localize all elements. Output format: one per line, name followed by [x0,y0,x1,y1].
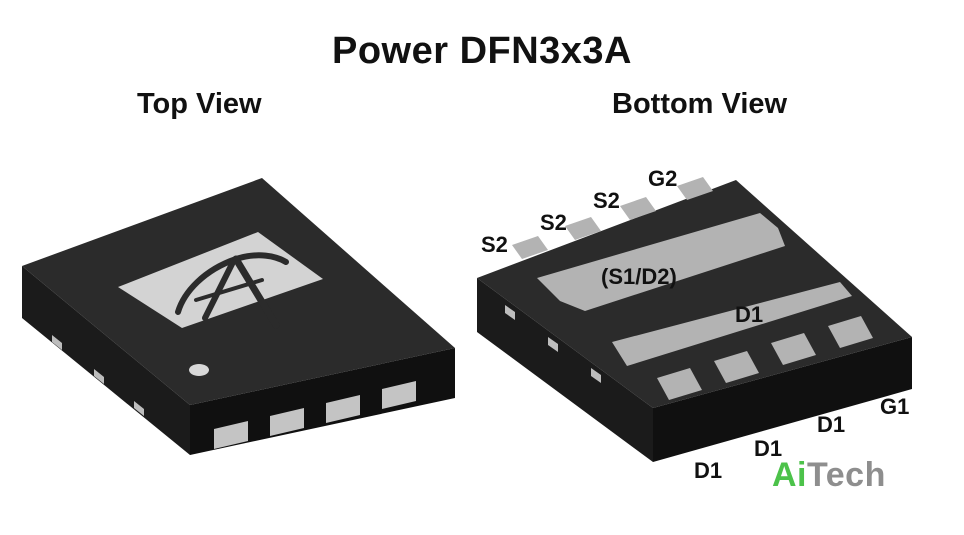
bottom-view-side-pad [591,368,601,383]
watermark-part2: Tech [807,456,886,494]
pad-label-s1-d2: (S1/D2) [601,264,677,289]
bottom-view-side-pad [548,337,558,352]
top-view-side-left [22,266,190,455]
pad-g2 [677,177,713,200]
pad-s2-1 [512,236,548,259]
pad-d1-3 [771,333,816,365]
top-view-side-pad [94,369,104,384]
logo-icon [175,252,289,329]
pin-label-g1: G1 [880,394,910,419]
pad-d1-long [612,282,852,366]
pad-d1-1 [657,368,702,400]
bottom-view-side-pad [505,305,515,320]
pad-g1 [828,316,873,348]
top-view-side-pad [52,335,62,350]
pin-label-s2: S2 [481,232,508,257]
pin-label-d1: D1 [694,458,723,483]
top-view-label: Top View [137,88,262,120]
page-title: Power DFN3x3A [331,30,633,72]
pad-s2-2 [565,217,601,240]
bottom-view-label: Bottom View [612,88,788,120]
top-view-front-pad [270,408,304,436]
top-view-side-right [190,348,455,455]
pin-label-g2: G2 [648,166,678,191]
pin-label-s2: S2 [540,210,567,235]
pin-label-d1: D1 [817,412,846,437]
bottom-view-side-front [653,337,912,462]
top-view-front-pad [326,395,360,423]
top-view-front-pad [214,421,248,449]
watermark-logo: AiTech [772,456,886,495]
pin-label-d1: D1 [754,436,783,461]
pad-label-d1: D1 [735,302,764,327]
pin-label-s2: S2 [593,188,620,213]
bottom-view-side-left [477,278,653,462]
top-view-front-pad [382,381,416,409]
pad-s2-3 [620,197,656,220]
pad-d1-2 [714,351,759,383]
pad-s1-d2 [537,213,785,311]
watermark-part1: Ai [772,456,807,494]
top-view-side-pad [134,401,144,416]
pin1-indicator-dot [189,364,209,376]
